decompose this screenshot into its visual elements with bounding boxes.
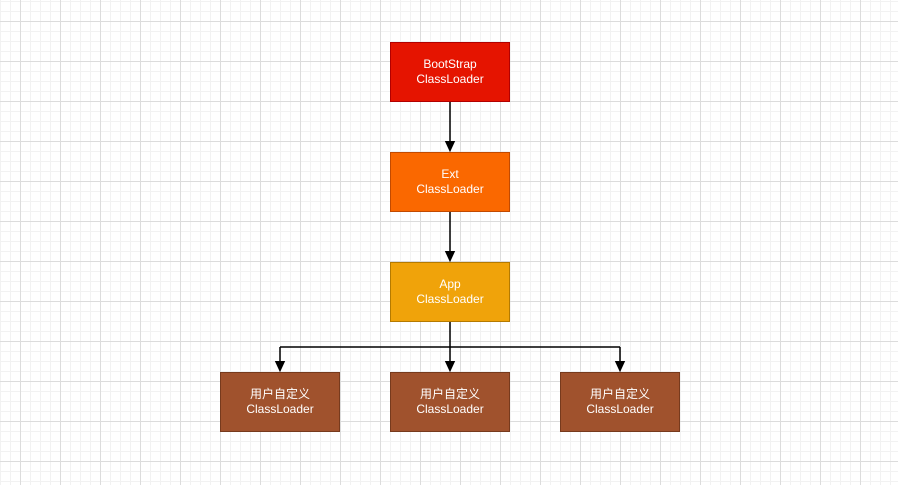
node-label: 用户自定义 ClassLoader — [416, 387, 484, 416]
node-label: BootStrap ClassLoader — [416, 57, 484, 86]
arrowhead-icon — [274, 361, 286, 373]
arrowhead-icon — [444, 141, 456, 153]
node-custom-classloader-1[interactable]: 用户自定义 ClassLoader — [220, 372, 340, 432]
edge-bootstrap-to-ext[interactable] — [444, 102, 456, 153]
arrowhead-icon — [444, 361, 456, 373]
node-bootstrap-classloader[interactable]: BootStrap ClassLoader — [390, 42, 510, 102]
edge-ext-to-app[interactable] — [444, 212, 456, 263]
node-custom-classloader-2[interactable]: 用户自定义 ClassLoader — [390, 372, 510, 432]
node-label: App ClassLoader — [416, 277, 484, 306]
edge-app-to-custom-loaders[interactable] — [274, 322, 626, 373]
node-app-classloader[interactable]: App ClassLoader — [390, 262, 510, 322]
arrowhead-icon — [444, 251, 456, 263]
arrowhead-icon — [614, 361, 626, 373]
edge-line — [280, 322, 620, 348]
node-custom-classloader-3[interactable]: 用户自定义 ClassLoader — [560, 372, 680, 432]
node-label: Ext ClassLoader — [416, 167, 484, 196]
node-label: 用户自定义 ClassLoader — [586, 387, 654, 416]
node-label: 用户自定义 ClassLoader — [246, 387, 314, 416]
node-ext-classloader[interactable]: Ext ClassLoader — [390, 152, 510, 212]
